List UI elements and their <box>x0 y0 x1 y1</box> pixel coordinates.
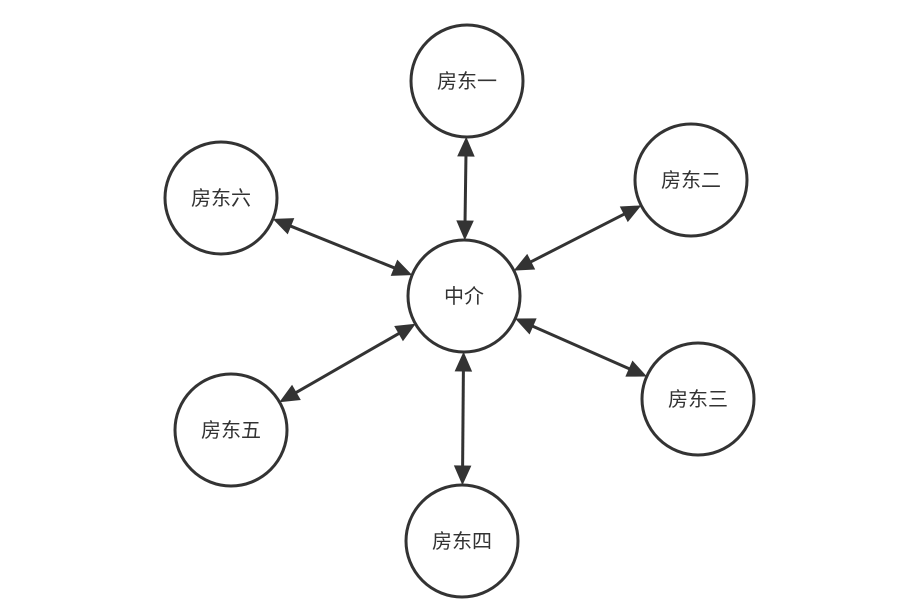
arrowhead-icon <box>279 384 301 403</box>
node-landlord3: 房东三 <box>640 341 756 457</box>
arrowhead-icon <box>515 318 537 335</box>
node-agent: 中介 <box>406 238 522 354</box>
arrowhead-icon <box>619 205 642 223</box>
edge-agent-landlord1 <box>456 136 475 241</box>
arrowhead-icon <box>625 360 647 377</box>
node-landlord2-circle <box>633 122 749 238</box>
node-agent-label: 中介 <box>444 284 484 308</box>
node-landlord5-label: 房东五 <box>201 418 261 442</box>
node-landlord6-label: 房东六 <box>191 186 251 210</box>
node-landlord4-label: 房东四 <box>432 529 492 553</box>
node-landlord1: 房东一 <box>409 23 525 139</box>
arrowhead-icon <box>453 465 472 486</box>
arrowhead-icon <box>394 323 416 342</box>
edge-agent-landlord4 <box>453 351 473 486</box>
node-landlord5-circle <box>173 372 289 488</box>
node-landlord6-circle <box>163 140 279 256</box>
edge-agent-landlord3 <box>515 318 647 377</box>
edge-line <box>461 368 465 469</box>
arrowhead-icon <box>272 218 295 235</box>
arrowhead-icon <box>390 259 413 276</box>
arrowhead-icon <box>457 136 475 157</box>
edge-line <box>528 211 627 265</box>
node-landlord6: 房东六 <box>163 140 279 256</box>
edge-line <box>288 223 397 271</box>
arrowhead-icon <box>513 253 536 271</box>
edge-agent-landlord5 <box>279 323 416 403</box>
node-landlord3-label: 房东三 <box>668 387 728 411</box>
edge-line <box>293 331 402 395</box>
node-landlord3-circle <box>640 341 756 457</box>
node-landlord5: 房东五 <box>173 372 289 488</box>
nodes-layer: 中介 房东一 房东二 房东三 房东四 房东五 房东六 <box>163 23 756 599</box>
node-agent-circle <box>406 238 522 354</box>
arrowhead-icon <box>456 220 474 241</box>
edges-layer <box>272 136 647 486</box>
edge-line <box>463 153 468 224</box>
node-landlord1-circle <box>409 23 525 139</box>
node-landlord1-label: 房东一 <box>437 69 497 93</box>
edge-agent-landlord6 <box>272 218 413 276</box>
node-landlord4: 房东四 <box>404 483 520 599</box>
node-landlord2: 房东二 <box>633 122 749 238</box>
node-landlord2-label: 房东二 <box>661 168 721 192</box>
edge-agent-landlord2 <box>513 205 642 271</box>
node-landlord4-circle <box>404 483 520 599</box>
arrowhead-icon <box>454 351 473 372</box>
edge-line <box>530 324 632 371</box>
